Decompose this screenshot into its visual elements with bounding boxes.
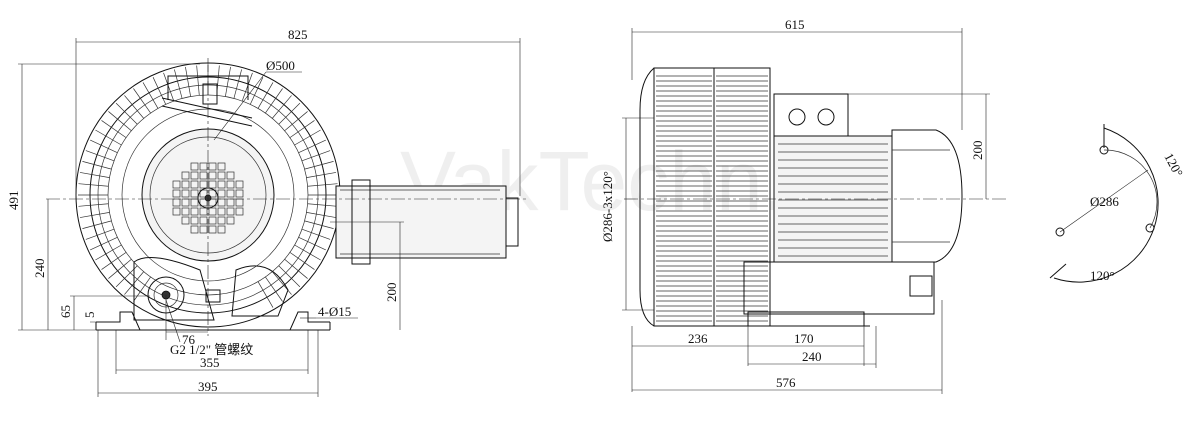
- dim-holes: 4-Ø15: [300, 304, 358, 319]
- dim-200-front: 200: [330, 221, 404, 330]
- dim-phi500: Ø500: [213, 58, 302, 141]
- dim-491-text: 491: [6, 191, 21, 211]
- dim-355: 355: [115, 330, 309, 374]
- dim-65-text: 65: [58, 305, 73, 318]
- dim-615-text: 615: [785, 17, 805, 32]
- flange-hole-right: [1145, 223, 1155, 233]
- dim-flange-text: Ø286-3x120°: [600, 171, 615, 242]
- dim-395: 395: [97, 330, 319, 397]
- dim-76: 76: [165, 295, 208, 347]
- side-cooling-ribs: [656, 75, 768, 322]
- flange-view: Ø286 120° 120°: [1049, 124, 1186, 283]
- dim-65: 65: [58, 295, 150, 330]
- dim-170-text: 170: [794, 331, 814, 346]
- dim-236-text: 236: [688, 331, 708, 346]
- dim-491: 491: [6, 63, 200, 331]
- dim-200-side-text: 200: [970, 141, 985, 161]
- dim-phi500-text: Ø500: [266, 58, 295, 73]
- thread-label: G2 1/2" 管螺纹: [165, 299, 253, 357]
- dim-170: 170: [747, 326, 865, 366]
- dim-200-front-text: 200: [384, 283, 399, 303]
- dim-240-text: 240: [32, 259, 47, 279]
- fan-cover-grille: [172, 162, 244, 234]
- dim-240-side: 240: [748, 326, 877, 368]
- flange-hole-left: [1055, 227, 1065, 237]
- cooling-ribs: [78, 65, 338, 308]
- dim-holes-text: 4-Ø15: [318, 304, 351, 319]
- dim-576: 576: [632, 300, 943, 394]
- dim-236: 236: [631, 326, 748, 392]
- flange-angle-top-text: 120°: [1161, 150, 1186, 179]
- front-view: 825 Ø500 491 240 65 5: [6, 27, 528, 397]
- dim-825: 825: [75, 27, 521, 199]
- dim-355-text: 355: [200, 355, 220, 370]
- dim-395-text: 395: [198, 379, 218, 394]
- thread-label-text: G2 1/2" 管螺纹: [170, 342, 253, 357]
- dim-825-text: 825: [288, 27, 308, 42]
- dim-240-side-text: 240: [802, 349, 822, 364]
- flange-angle-bottom-text: 120°: [1090, 268, 1115, 283]
- dim-240: 240: [32, 199, 49, 330]
- dim-576-text: 576: [776, 375, 796, 390]
- dim-76-text: 76: [182, 332, 196, 347]
- side-view: 615 Ø286-3x120° 200 236 170: [600, 17, 1006, 394]
- motor-fins: [778, 143, 888, 257]
- dim-flange: Ø286-3x120°: [600, 117, 654, 311]
- dim-5-text: 5: [82, 312, 97, 319]
- dim-200-side: 200: [848, 93, 990, 199]
- flange-diameter-text: Ø286: [1090, 194, 1119, 209]
- blower-body-front: [75, 62, 519, 331]
- dim-5: 5: [82, 312, 120, 323]
- dim-615: 615: [631, 17, 963, 130]
